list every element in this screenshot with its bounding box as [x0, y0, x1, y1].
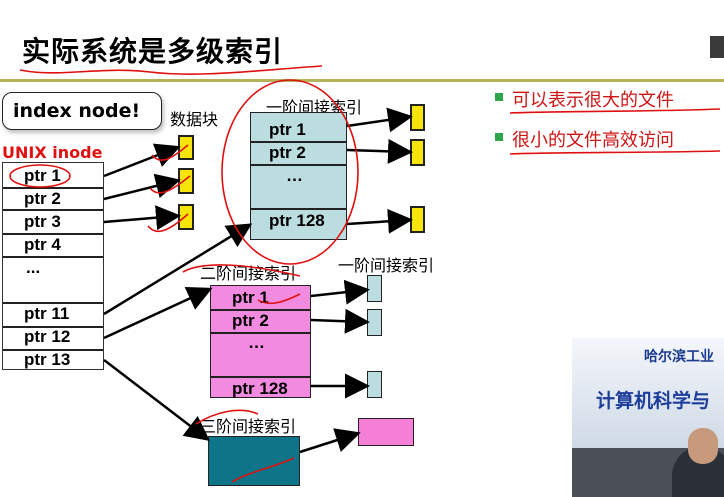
arrow: [346, 208, 413, 234]
title-underline: [0, 79, 724, 82]
bullet-text: 很小的文件高效访问: [512, 130, 674, 151]
video-banner-text: 计算机科学与: [596, 390, 711, 412]
presenter-head: [688, 428, 718, 464]
arrow: [346, 107, 413, 133]
single-ptr: ptr 1: [269, 120, 306, 139]
inode-label: UNIX inode: [2, 143, 103, 162]
single-indirect-label-2: 一阶间接索引: [338, 256, 435, 275]
inode-ptr: ptr 13: [24, 350, 71, 369]
pointer-arrows: [103, 107, 413, 454]
arrow: [103, 205, 181, 231]
corner-logo-mark: [710, 36, 724, 58]
row-divider: [3, 256, 103, 258]
inode-ptr: ptr 11: [24, 304, 70, 323]
inode-ptr: ptr 12: [24, 327, 71, 346]
triple-indirect-label: 三阶间接索引: [200, 417, 297, 436]
ink-tick: [147, 213, 189, 233]
row-divider: [210, 376, 311, 378]
presenter-video: 哈尔滨工业 计算机科学与: [572, 338, 724, 497]
inode-ptr: ptr 3: [24, 212, 61, 231]
slide-title: 实际系统是多级索引: [22, 35, 284, 68]
ink-underline: [509, 108, 721, 114]
pen-annotations: [9, 65, 721, 483]
row-divider: [3, 209, 103, 211]
inode-ptr: ptr 1: [24, 166, 61, 185]
double-ptr: ptr 1: [232, 288, 269, 307]
double-ptr: ptr 128: [232, 379, 288, 398]
row-divider: [3, 326, 103, 328]
row-divider: [3, 187, 103, 189]
row-divider: [3, 302, 103, 304]
double-indirect-block: [210, 285, 311, 398]
ink-circle: [9, 164, 71, 188]
bullet-text: 可以表示很大的文件: [512, 90, 674, 111]
ink-underline: [509, 150, 721, 155]
single-indirect-block: [250, 112, 347, 240]
video-banner-text: 哈尔滨工业: [644, 349, 714, 365]
double-ptr: …: [248, 333, 265, 352]
inode-table: [2, 162, 104, 370]
arrow: [103, 143, 181, 178]
arrow: [103, 287, 213, 340]
data-block-label: 数据块: [170, 110, 219, 129]
arrow: [103, 359, 210, 442]
arrow: [299, 428, 361, 454]
row-divider: [3, 233, 103, 235]
ink-stroke: [182, 264, 301, 277]
row-divider: [250, 141, 347, 143]
ink-underline: [19, 65, 323, 75]
ink-circle: [221, 79, 359, 265]
row-divider: [210, 332, 311, 334]
single-ptr: ptr 2: [269, 143, 306, 162]
ink-stroke: [231, 457, 295, 483]
ink-stroke: [195, 409, 259, 425]
inode-ptr: ...: [26, 258, 41, 277]
inode-ptr: ptr 2: [24, 189, 61, 208]
double-ptr: ptr 2: [232, 311, 269, 330]
row-divider: [210, 309, 311, 311]
inode-ptr: ptr 4: [24, 235, 61, 254]
single-ptr: ptr 128: [269, 211, 325, 230]
double-indirect-label: 二阶间接索引: [200, 264, 297, 283]
arrow: [103, 223, 253, 316]
arrow: [103, 173, 181, 201]
bullet-marker: [495, 93, 503, 101]
row-divider: [250, 208, 347, 210]
ink-tick: [149, 175, 191, 194]
arrow: [346, 138, 413, 164]
row-divider: [250, 164, 347, 166]
arrow: [310, 308, 370, 334]
bullet-marker: [495, 133, 503, 141]
ink-stroke: [257, 293, 301, 305]
callout-bubble: index node!: [2, 92, 162, 130]
row-divider: [3, 349, 103, 351]
single-ptr: …: [286, 166, 303, 185]
ink-tick: [151, 144, 189, 161]
arrow: [310, 279, 370, 305]
